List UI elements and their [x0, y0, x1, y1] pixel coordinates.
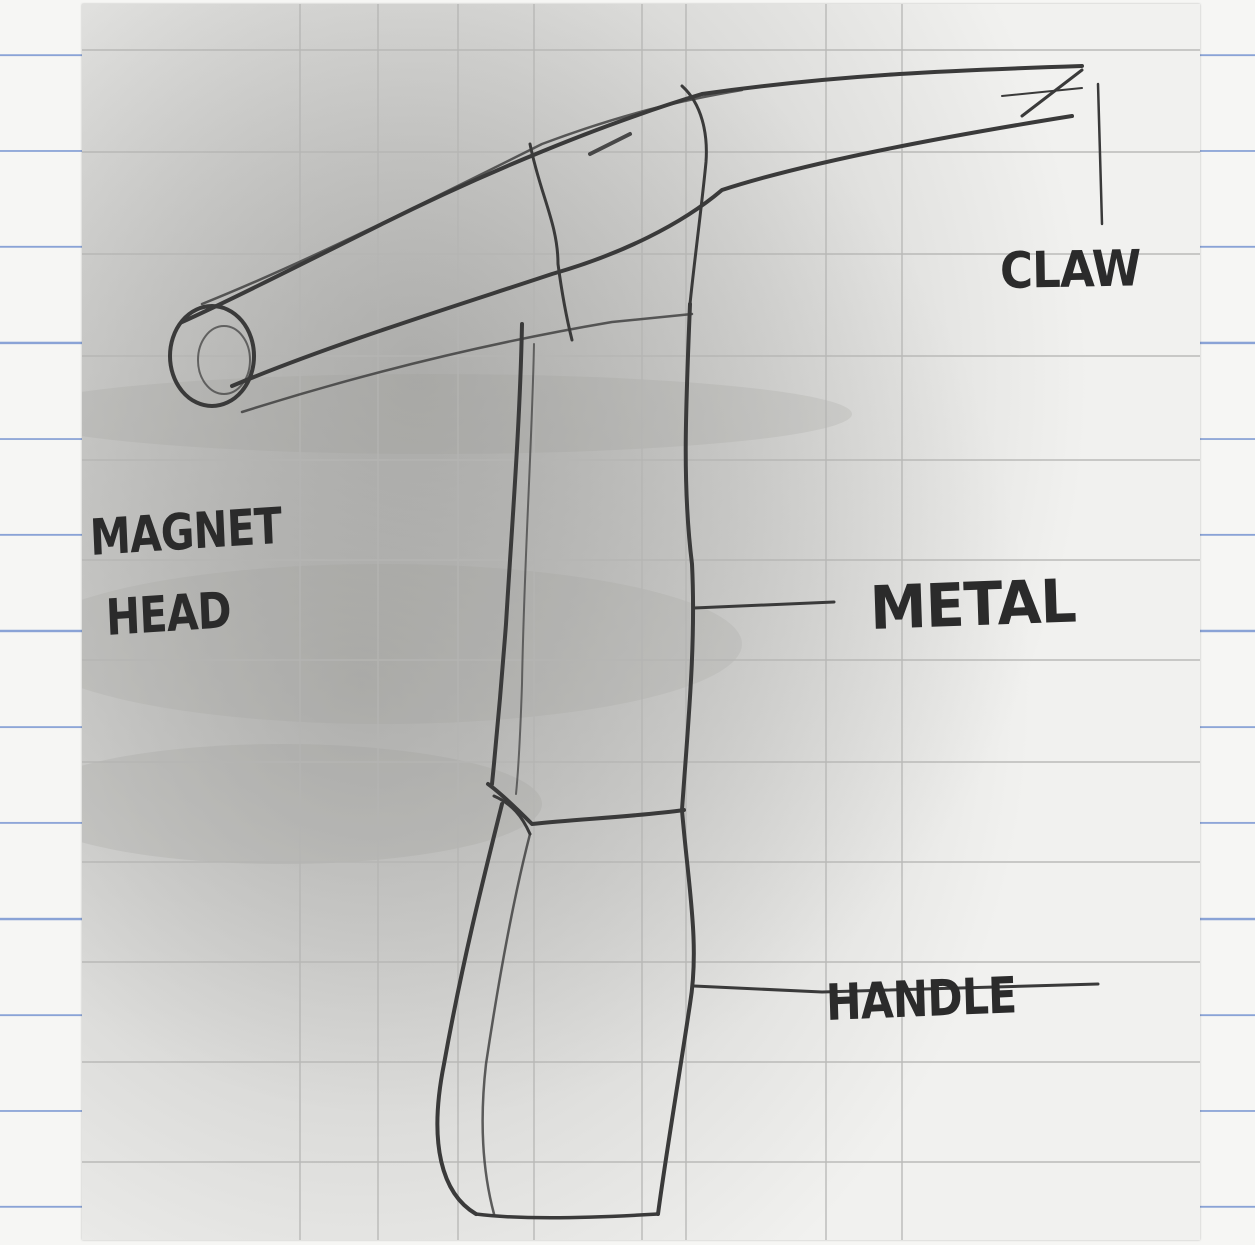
- magnet-head-label-line1: MAGNET: [89, 497, 283, 567]
- photocopied-sheet: CLAW METAL MAGNET HEAD HANDLE: [82, 4, 1200, 1240]
- metal-label: METAL: [869, 566, 1077, 644]
- claw-label: CLAW: [1000, 239, 1141, 300]
- magnet-head-label-line2: HEAD: [105, 581, 232, 647]
- handle-label: HANDLE: [825, 966, 1017, 1032]
